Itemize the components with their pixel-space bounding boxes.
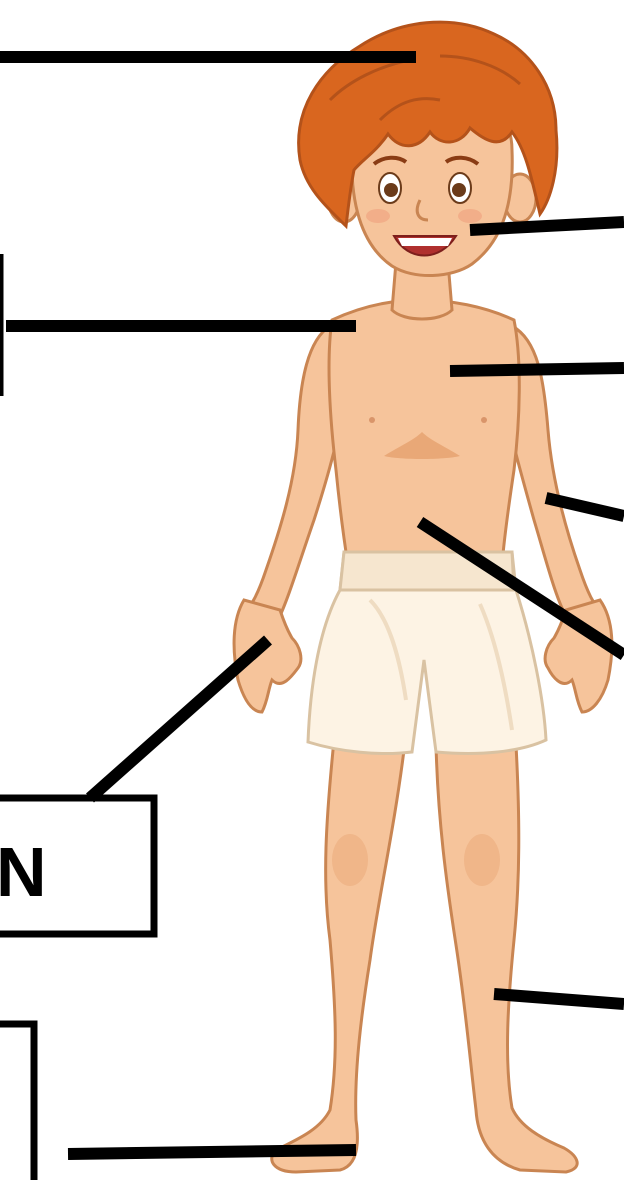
right-pupil	[452, 183, 466, 197]
left-pupil	[384, 183, 398, 197]
left-knee	[332, 834, 368, 886]
left-leg	[272, 740, 404, 1172]
right-cheek	[458, 209, 482, 223]
right-leg	[436, 745, 577, 1172]
teeth	[398, 238, 452, 246]
leader-line-face	[470, 222, 624, 230]
left-nipple	[369, 417, 375, 423]
left-cheek	[366, 209, 390, 223]
right-nipple	[481, 417, 487, 423]
leader-line-foot	[68, 1150, 356, 1154]
leader-line-leg	[494, 994, 624, 1004]
legs	[272, 740, 577, 1172]
label-box-hand-text: N	[0, 833, 47, 911]
leader-lines	[0, 57, 624, 1154]
leader-line-chest	[450, 368, 624, 371]
right-knee	[464, 834, 500, 886]
leader-line-hand	[90, 640, 268, 798]
label-box-foot[interactable]	[0, 1024, 34, 1180]
